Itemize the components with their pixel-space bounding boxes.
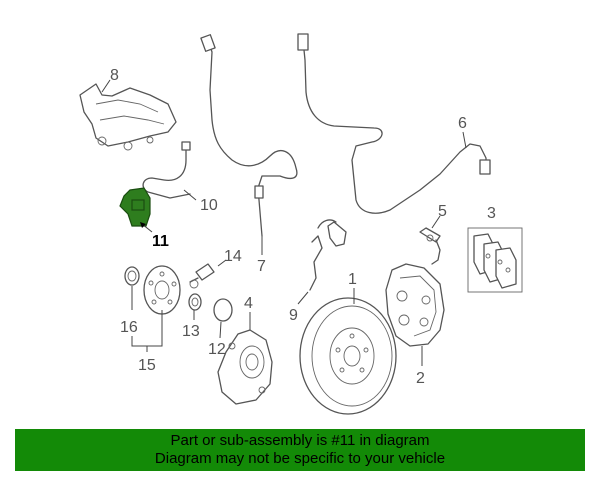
part-1-rotor [299, 288, 397, 415]
callout-3: 3 [487, 205, 496, 222]
notice-line-1: Part or sub-assembly is #11 in diagram [170, 432, 430, 449]
callout-16: 16 [120, 319, 138, 336]
part-7-sensor-wire [200, 34, 298, 255]
callout-11: 11 [152, 233, 169, 250]
part-14-bleeder [189, 259, 227, 289]
callout-labels: 8 10 11 7 6 5 3 14 9 1 4 16 13 12 15 2 [110, 67, 496, 387]
callout-7: 7 [257, 258, 266, 275]
callout-14: 14 [224, 248, 242, 265]
notice-banner: Part or sub-assembly is #11 in diagram D… [15, 429, 585, 471]
part-hub-flange [143, 265, 181, 315]
part-6-sensor-wire [297, 33, 491, 214]
callout-2: 2 [416, 370, 425, 387]
part-10-brake-hose [142, 141, 197, 201]
callout-13: 13 [182, 323, 200, 340]
part-12-oring [213, 298, 233, 339]
callout-8: 8 [110, 67, 119, 84]
callout-15: 15 [138, 357, 156, 374]
callout-5: 5 [438, 203, 447, 220]
part-3-brake-pads [467, 227, 523, 293]
part-4-knuckle [217, 312, 273, 405]
part-15-group-bracket [131, 310, 163, 352]
notice-line-2: Diagram may not be specific to your vehi… [154, 450, 446, 467]
callout-12: 12 [208, 341, 226, 358]
part-11-bracket-highlighted [119, 187, 153, 233]
part-16-seal [124, 266, 140, 310]
part-8-dust-shield [79, 79, 177, 151]
callout-9: 9 [289, 307, 298, 324]
callout-10: 10 [200, 197, 218, 214]
part-2-caliper [385, 263, 445, 366]
part-13-nut [188, 293, 202, 320]
callout-6: 6 [458, 115, 467, 132]
callout-4: 4 [244, 295, 253, 312]
part-5-wear-sensor [419, 215, 441, 265]
part-9-sensor-bracket [297, 219, 347, 305]
callout-1: 1 [348, 271, 357, 288]
